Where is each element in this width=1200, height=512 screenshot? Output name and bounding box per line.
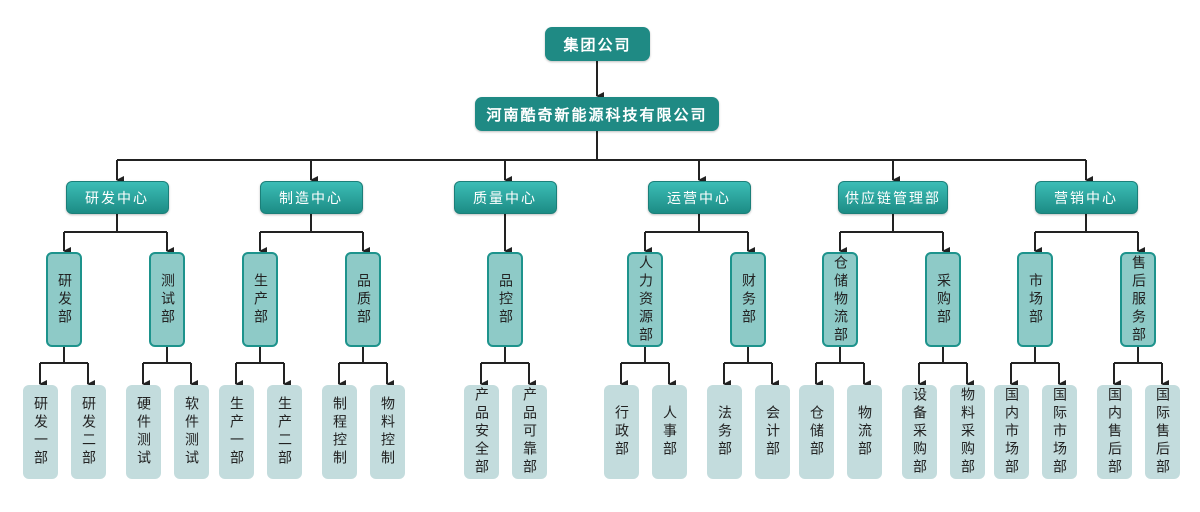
unit-node[interactable]: 人事部: [651, 385, 687, 479]
unit-node[interactable]: 物流部: [846, 385, 882, 479]
unit-node[interactable]: 仓储部: [798, 385, 834, 479]
unit-node[interactable]: 国际市场部: [1041, 385, 1077, 479]
unit-node[interactable]: 产品可靠部: [511, 385, 547, 479]
unit-node[interactable]: 设备采购部: [901, 385, 937, 479]
unit-node[interactable]: 制程控制: [321, 385, 357, 479]
company-node[interactable]: 河南酷奇新能源科技有限公司: [475, 97, 719, 131]
center-node[interactable]: 运营中心: [647, 181, 751, 214]
department-node[interactable]: 仓储物流部: [822, 252, 858, 347]
unit-node[interactable]: 产品安全部: [463, 385, 499, 479]
unit-node[interactable]: 研发二部: [70, 385, 106, 479]
unit-node[interactable]: 生产一部: [218, 385, 254, 479]
department-node[interactable]: 品控部: [487, 252, 523, 347]
unit-node[interactable]: 国内市场部: [993, 385, 1029, 479]
department-node[interactable]: 财务部: [730, 252, 766, 347]
unit-node[interactable]: 行政部: [603, 385, 639, 479]
center-node[interactable]: 研发中心: [65, 181, 169, 214]
department-node[interactable]: 研发部: [46, 252, 82, 347]
unit-node[interactable]: 会计部: [754, 385, 790, 479]
root-node[interactable]: 集团公司: [545, 27, 650, 61]
department-node[interactable]: 人力资源部: [627, 252, 663, 347]
center-node[interactable]: 制造中心: [259, 181, 363, 214]
department-node[interactable]: 生产部: [242, 252, 278, 347]
unit-node[interactable]: 法务部: [706, 385, 742, 479]
unit-node[interactable]: 生产二部: [266, 385, 302, 479]
unit-node[interactable]: 研发一部: [22, 385, 58, 479]
unit-node[interactable]: 物料控制: [369, 385, 405, 479]
department-node[interactable]: 市场部: [1017, 252, 1053, 347]
department-node[interactable]: 品质部: [345, 252, 381, 347]
unit-node[interactable]: 国内售后部: [1096, 385, 1132, 479]
center-node[interactable]: 质量中心: [453, 181, 557, 214]
department-node[interactable]: 售后服务部: [1120, 252, 1156, 347]
unit-node[interactable]: 物料采购部: [949, 385, 985, 479]
unit-node[interactable]: 国际售后部: [1144, 385, 1180, 479]
department-node[interactable]: 测试部: [149, 252, 185, 347]
unit-node[interactable]: 硬件测试: [125, 385, 161, 479]
center-node[interactable]: 营销中心: [1034, 181, 1138, 214]
center-node[interactable]: 供应链管理部: [838, 181, 948, 214]
unit-node[interactable]: 软件测试: [173, 385, 209, 479]
department-node[interactable]: 采购部: [925, 252, 961, 347]
